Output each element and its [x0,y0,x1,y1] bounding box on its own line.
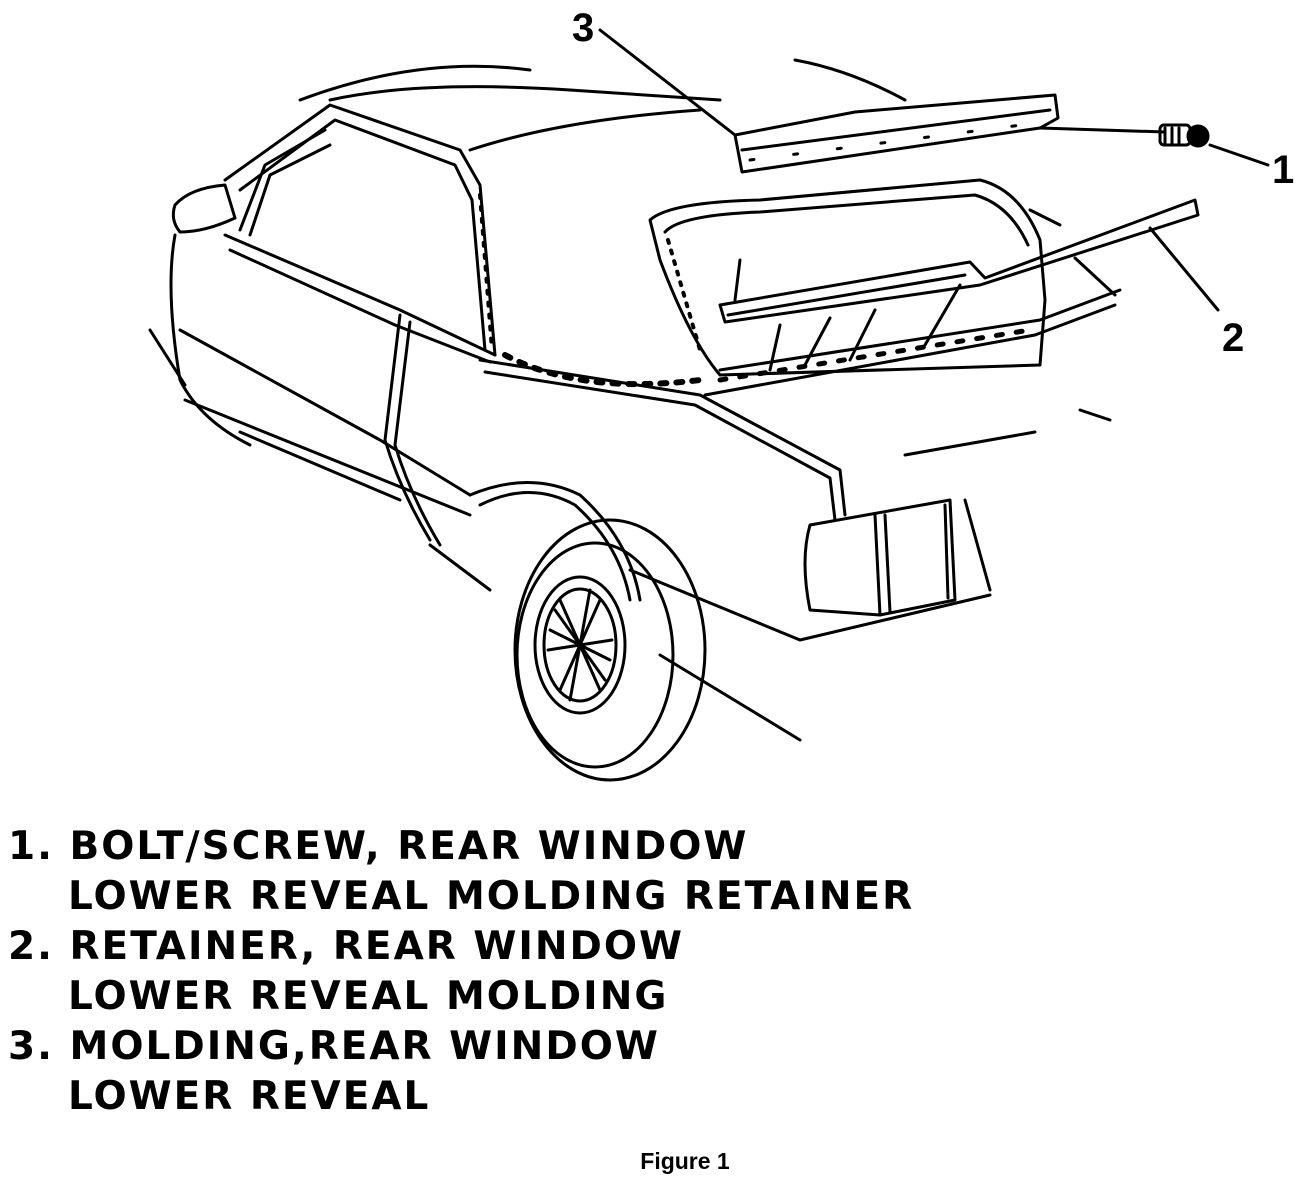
callout-3: 3 [572,6,595,50]
rear-window-glass [648,178,1047,377]
legend-item-2-line-2: LOWER REVEAL MOLDING [68,974,669,1019]
callout-1: 1 [1272,148,1295,192]
side-mirror [171,183,237,234]
roof-seam-dotted [502,352,703,388]
legend-item-3-line-1: 3. MOLDING,REAR WINDOW [8,1024,660,1069]
rear-wheel [513,518,707,782]
roof-lines [298,58,907,152]
side-window [223,103,497,364]
parts-legend: 1. BOLT/SCREW, REAR WINDOW LOWER REVEAL … [8,822,1008,1122]
tail-lamp [628,498,992,742]
legend-item-3-line-2: LOWER REVEAL [68,1074,431,1119]
quarter-panel [428,481,642,602]
upper-reveal-molding [733,93,1167,174]
leader-lines [598,28,1270,312]
legend-item-1-line-2: LOWER REVEAL MOLDING RETAINER [68,874,915,919]
car-rear-window-diagram [148,28,1270,782]
callout-2: 2 [1222,316,1245,360]
legend-item-2-line-1: 2. RETAINER, REAR WINDOW [8,924,685,969]
legend-item-1-line-1: 1. BOLT/SCREW, REAR WINDOW [8,824,749,869]
figure-caption: Figure 1 [640,1148,730,1174]
lower-reveal-retainer [703,198,1200,397]
bolt-screw [1158,123,1210,148]
trunk-lid [478,358,1112,522]
body-side [148,233,472,547]
